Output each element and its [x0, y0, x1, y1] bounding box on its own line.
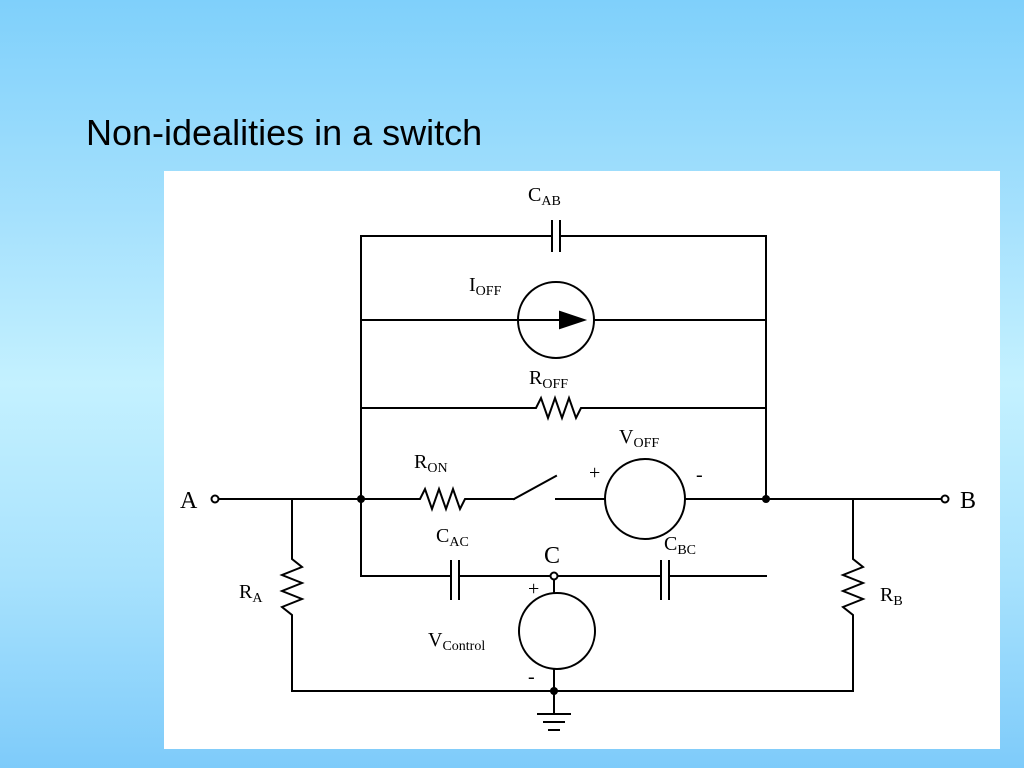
label-node-b: B: [960, 488, 976, 514]
label-node-a: A: [180, 488, 198, 514]
wire-bottom: [291, 690, 854, 715]
resistor-roff: [520, 394, 597, 422]
label-ron: RON: [414, 451, 448, 476]
capacitor-cbc: [660, 560, 676, 600]
label-voff: VOFF: [619, 426, 659, 451]
label-cab: CAB: [528, 184, 561, 209]
capacitor-cac: [450, 560, 466, 600]
current-source-ioff: [517, 281, 595, 359]
label-cbc: CBC: [664, 533, 696, 558]
label-ra: RA: [239, 581, 263, 606]
voltage-source-voff: [604, 458, 686, 540]
circuit-diagram: CAB IOFF ROFF VOFF RON CAC CBC RA RB VCo…: [180, 184, 976, 731]
ground-symbol: [537, 713, 571, 731]
label-node-c: C: [544, 543, 560, 569]
label-voff-minus: -: [696, 464, 703, 486]
switch: [512, 474, 558, 501]
label-vcontrol-plus: +: [528, 578, 539, 600]
terminal-b: [940, 494, 950, 504]
label-ioff: IOFF: [469, 274, 502, 299]
label-voff-plus: +: [589, 462, 600, 484]
label-rb: RB: [880, 584, 903, 609]
terminal-c: [549, 571, 559, 581]
junction-dot: [550, 687, 558, 695]
junction-dots: [357, 495, 770, 695]
junction-dot: [762, 495, 770, 503]
junction-dot: [357, 495, 365, 503]
terminal-a: [210, 494, 220, 504]
label-cac: CAC: [436, 525, 469, 550]
circuit-diagram-panel: CAB IOFF ROFF VOFF RON CAC CBC RA RB VCo…: [164, 171, 1000, 749]
voltage-source-vcontrol: [518, 592, 596, 670]
label-vcontrol: VControl: [428, 629, 485, 654]
resistor-rb: [840, 498, 866, 692]
label-roff: ROFF: [529, 367, 568, 392]
label-vcontrol-minus: -: [528, 666, 535, 688]
slide-title: Non-idealities in a switch: [86, 112, 483, 153]
wire-cab-branch: [360, 235, 767, 577]
capacitor-cab: [551, 220, 571, 252]
resistor-ron: [405, 485, 480, 513]
resistor-ra: [279, 498, 305, 692]
